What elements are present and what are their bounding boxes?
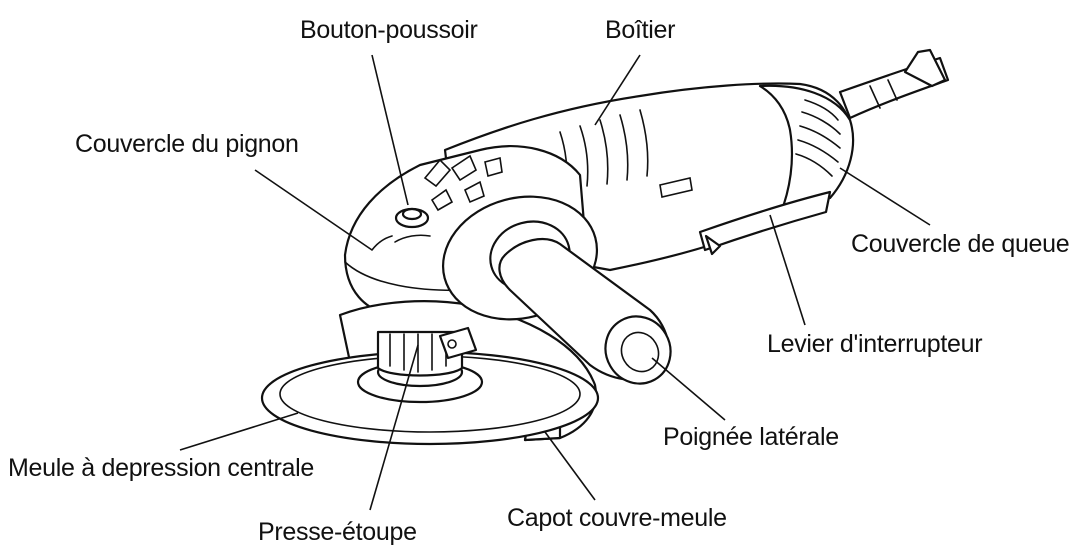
leader-levier-interrupteur <box>769 214 806 326</box>
label-presse-etoupe: Presse-étoupe <box>258 518 417 546</box>
label-capot: Capot couvre-meule <box>507 504 727 532</box>
leader-bouton-poussoir <box>371 54 409 206</box>
label-poignee-laterale: Poignée latérale <box>663 423 839 451</box>
label-couvercle-queue: Couvercle de queue <box>851 230 1070 258</box>
leader-lines <box>179 54 931 511</box>
switch-lever <box>698 190 832 256</box>
leader-couvercle-queue <box>839 167 931 226</box>
label-couvercle-pignon: Couvercle du pignon <box>75 130 299 158</box>
side-handle <box>441 195 672 385</box>
leader-boitier <box>594 54 641 126</box>
leader-couvercle-pignon <box>254 169 373 251</box>
leader-capot <box>544 431 596 501</box>
label-meule: Meule à depression centrale <box>8 454 314 482</box>
power-cord <box>838 48 950 120</box>
grinding-wheel <box>260 350 600 446</box>
leader-presse-etoupe <box>369 344 419 511</box>
leader-meule <box>179 412 299 451</box>
label-bouton-poussoir: Bouton-poussoir <box>300 16 478 44</box>
leader-poignee-laterale <box>651 357 726 421</box>
spindle-flange <box>376 326 478 377</box>
label-boitier: Boîtier <box>605 16 676 44</box>
label-levier-interrupteur: Levier d'interrupteur <box>767 330 983 358</box>
